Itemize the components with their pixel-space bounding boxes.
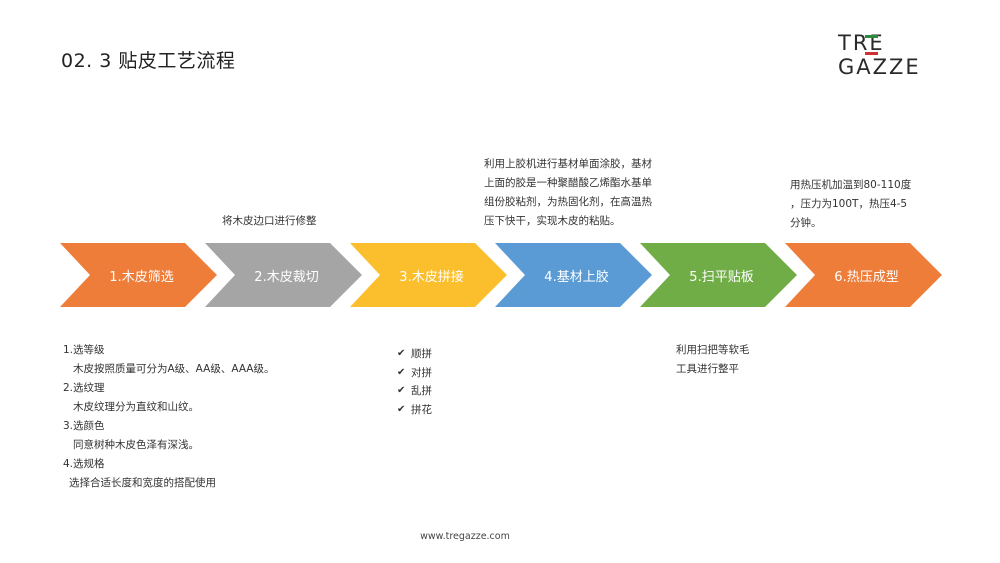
- step-1-arrow: 1.木皮筛选: [60, 243, 217, 307]
- selection-heading: 2.选纹理: [63, 382, 105, 394]
- footer-url: www.tregazze.com: [420, 531, 510, 542]
- check-icon: ✔: [397, 403, 406, 415]
- brand-logo: TRE GAZZE: [838, 31, 970, 79]
- check-icon: ✔: [397, 366, 406, 378]
- brand-logo-text: TRE GAZZE: [838, 31, 921, 79]
- note-pressing-line: ，压力为100T，热压4-5: [790, 198, 908, 210]
- step-1-shape: [60, 243, 217, 307]
- note-cutting-line: 将木皮边口进行修整: [222, 215, 317, 227]
- step-6-arrow: 6.热压成型: [785, 243, 942, 307]
- note-pressing: 用热压机加温到80-110度 ，压力为100T，热压4-5 分钟。: [790, 176, 911, 233]
- list-item: ✔ 乱拼: [397, 382, 432, 401]
- check-icon: ✔: [397, 385, 406, 396]
- note-gluing-line: 利用上胶机进行基材单面涂胶，基材: [484, 158, 652, 170]
- note-flattening-line: 工具进行整平: [676, 363, 739, 375]
- step-6-label: 6.热压成型: [834, 269, 899, 285]
- note-gluing-line: 组份胶粘剂，为热固化剂，在高温热: [484, 196, 652, 208]
- step-3-shape: [350, 243, 507, 307]
- note-pressing-line: 用热压机加温到80-110度: [790, 179, 912, 191]
- note-gluing: 利用上胶机进行基材单面涂胶，基材 上面的胶是一种聚醋酸乙烯酯水基单 组份胶粘剂，…: [484, 155, 652, 231]
- note-cutting: 将木皮边口进行修整: [222, 212, 317, 231]
- list-item: ✔ 对拼: [397, 364, 432, 383]
- selection-detail: 同意树种木皮色泽有深浅。: [73, 439, 199, 451]
- step-1-label: 1.木皮筛选: [109, 269, 174, 285]
- note-gluing-line: 压下快干，实现木皮的粘贴。: [484, 215, 621, 227]
- list-item: ✔ 拼花: [397, 401, 432, 420]
- logo-flag-green: [865, 35, 878, 38]
- selection-heading: 4.选规格: [63, 458, 105, 470]
- selection-heading: 3.选颜色: [63, 420, 105, 432]
- selection-detail: 木皮纹理分为直纹和山纹。: [73, 401, 199, 413]
- note-selection: 1.选等级 木皮按照质量可分为A级、AA级、AAA级。 2.选纹理 木皮纹理分为…: [63, 341, 274, 493]
- splicing-type-label: 对拼: [411, 366, 432, 379]
- note-pressing-line: 分钟。: [790, 217, 822, 229]
- step-3-label: 3.木皮拼接: [399, 269, 464, 285]
- note-flattening: 利用扫把等软毛 工具进行整平: [676, 341, 750, 379]
- step-5-shape: [640, 243, 797, 307]
- splicing-type-label: 顺拼: [411, 348, 432, 360]
- step-4-arrow: 4.基材上胶: [495, 243, 652, 307]
- check-icon: ✔: [397, 348, 406, 359]
- step-5-label: 5.扫平贴板: [689, 269, 754, 285]
- selection-detail: 木皮按照质量可分为A级、AA级、AAA级。: [73, 363, 275, 375]
- step-2-arrow: 2.木皮裁切: [205, 243, 362, 307]
- process-flow: 1.木皮筛选 2.木皮裁切 3.木皮拼接 4.基材上胶 5.扫平贴板 6.热压成…: [60, 243, 942, 307]
- note-flattening-line: 利用扫把等软毛: [676, 344, 750, 356]
- step-3-arrow: 3.木皮拼接: [350, 243, 507, 307]
- step-4-label: 4.基材上胶: [544, 269, 609, 285]
- splicing-type-label: 乱拼: [411, 385, 432, 397]
- logo-flag-red: [865, 52, 878, 55]
- step-5-arrow: 5.扫平贴板: [640, 243, 797, 307]
- list-item: ✔ 顺拼: [397, 345, 432, 364]
- splicing-types-list: ✔ 顺拼 ✔ 对拼 ✔ 乱拼 ✔ 拼花: [397, 345, 432, 419]
- step-4-shape: [495, 243, 652, 307]
- note-gluing-line: 上面的胶是一种聚醋酸乙烯酯水基单: [484, 177, 652, 189]
- step-2-label: 2.木皮裁切: [254, 269, 319, 285]
- step-6-shape: [785, 243, 942, 307]
- step-2-shape: [205, 243, 362, 307]
- splicing-type-label: 拼花: [411, 403, 432, 416]
- selection-heading: 1.选等级: [63, 344, 105, 356]
- page-title: 02. 3 贴皮工艺流程: [61, 50, 236, 72]
- selection-detail: 选择合适长度和宽度的搭配使用: [69, 477, 216, 489]
